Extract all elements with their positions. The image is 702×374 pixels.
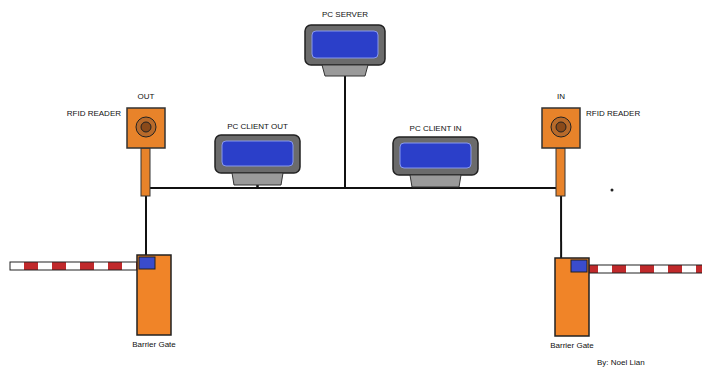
- gate-housing: [555, 258, 589, 336]
- monitor-stand: [232, 173, 283, 185]
- barrier-gate: [10, 255, 171, 335]
- rfid-reader: [542, 108, 580, 196]
- client-monitor: [215, 135, 300, 185]
- stray-dot: [611, 189, 614, 192]
- node-label: PC CLIENT OUT: [227, 122, 288, 132]
- client-monitor: [393, 137, 478, 187]
- node-label: RFID READER: [586, 109, 640, 119]
- monitor-screen: [222, 141, 293, 166]
- gate-hinge: [571, 260, 587, 272]
- node-label: PC CLIENT IN: [410, 124, 462, 134]
- reader-lens: [136, 117, 156, 137]
- reader-body: [542, 108, 580, 148]
- rfid-reader: OUTRFID READER: [127, 108, 165, 148]
- monitor-stand: [322, 65, 368, 76]
- client-pc: PC CLIENT IN: [393, 137, 478, 187]
- barrier-gate-box: Barrier Gate: [555, 258, 589, 336]
- node-label: PC SERVER: [322, 10, 368, 20]
- reader-lens-core: [556, 122, 566, 132]
- monitor-screen: [312, 31, 378, 58]
- barrier-arm: [10, 262, 140, 270]
- client-pc: PC CLIENT OUT: [215, 135, 300, 185]
- barrier-gate-box: Barrier Gate: [137, 255, 171, 335]
- reader-body: [127, 108, 165, 148]
- reader-post: [141, 148, 150, 196]
- gate-housing: [137, 255, 171, 335]
- node-label: OUT: [138, 92, 155, 102]
- barrier-gate: [555, 258, 702, 336]
- server-monitor: [305, 25, 385, 76]
- barrier-arm: [585, 265, 702, 273]
- monitor-frame: [215, 135, 300, 173]
- gate-hinge: [139, 257, 155, 269]
- server-pc: PC SERVER: [305, 25, 385, 76]
- node-label: Barrier Gate: [550, 341, 594, 351]
- node-label: IN: [557, 92, 565, 102]
- node-label: RFID READER: [67, 109, 121, 119]
- node-label: Barrier Gate: [132, 340, 176, 350]
- monitor-stand: [410, 175, 461, 187]
- rfid-reader: INRFID READER: [542, 108, 580, 148]
- rfid-reader: [127, 108, 165, 196]
- reader-post: [556, 148, 565, 196]
- reader-lens: [551, 117, 571, 137]
- monitor-frame: [393, 137, 478, 175]
- monitor-screen: [400, 143, 471, 168]
- monitor-frame: [305, 25, 385, 65]
- reader-lens-core: [141, 122, 151, 132]
- author-note: By: Noel Lian: [597, 358, 645, 368]
